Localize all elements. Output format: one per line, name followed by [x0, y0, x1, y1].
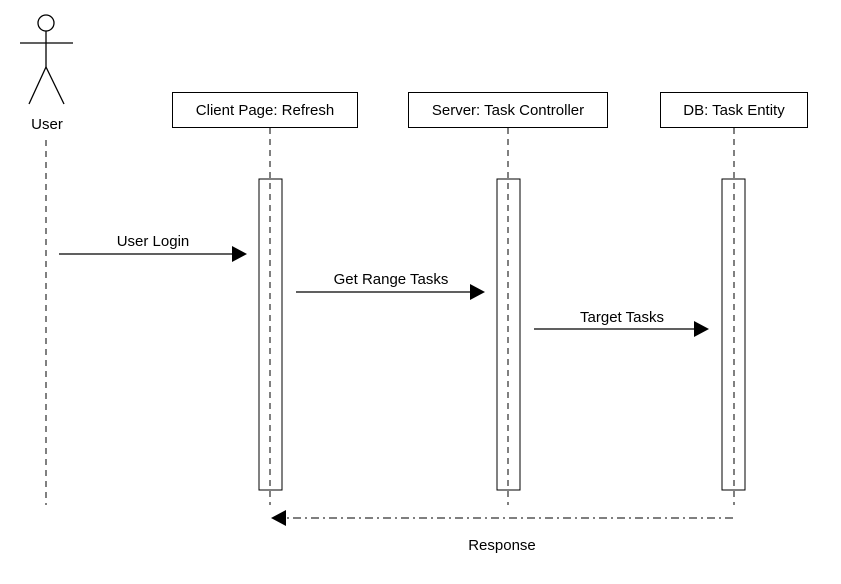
participant-server-label: Server: Task Controller	[431, 101, 585, 119]
participant-db-entity: DB: Task Entity	[660, 92, 808, 128]
db-activation-bar	[721, 178, 746, 491]
participant-server-controller: Server: Task Controller	[408, 92, 608, 128]
target-tasks-arrow	[534, 321, 709, 337]
user-actor-icon	[20, 14, 73, 105]
participant-client-label: Client Page: Refresh	[195, 101, 335, 119]
message-label-target-tasks: Target Tasks	[580, 309, 664, 326]
participant-db-label: DB: Task Entity	[683, 101, 785, 119]
message-label-get-range-tasks: Get Range Tasks	[333, 271, 449, 288]
message-label-response: Response	[468, 537, 536, 554]
participant-client-page: Client Page: Refresh	[172, 92, 358, 128]
server-activation-bar	[496, 178, 521, 491]
get-range-tasks-arrow	[296, 284, 485, 300]
response-arrow	[271, 510, 733, 526]
user-login-arrow	[59, 246, 247, 262]
message-label-user-login: User Login	[116, 233, 190, 250]
client-activation-bar	[258, 178, 283, 491]
user-actor-label: User	[31, 116, 63, 133]
